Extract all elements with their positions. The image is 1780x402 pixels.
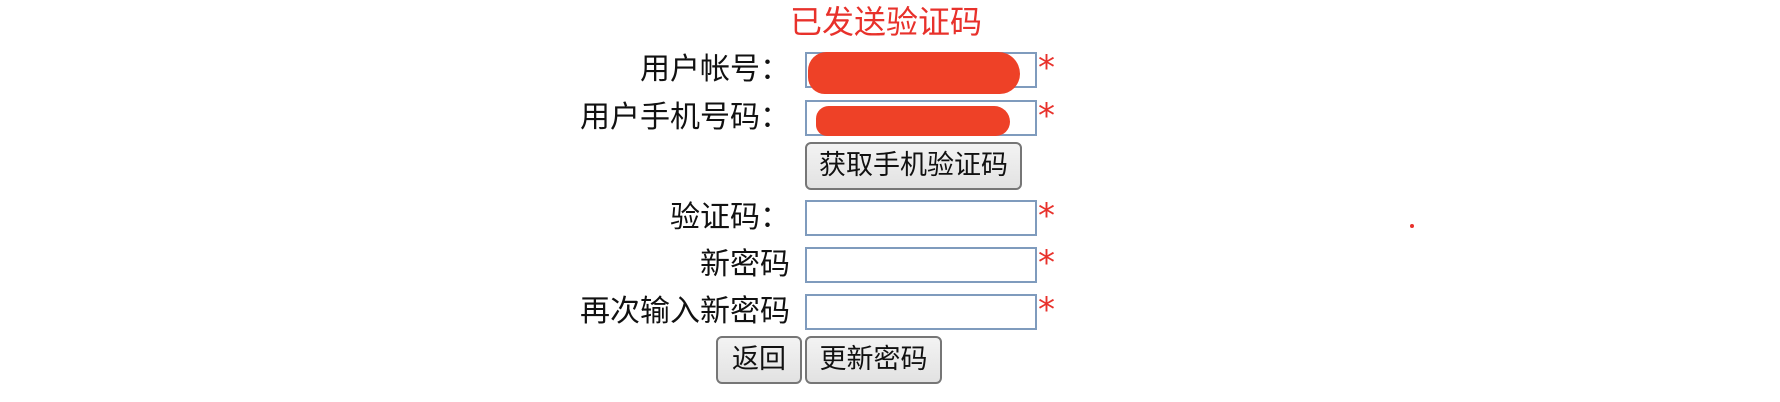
get-code-button[interactable]: 获取手机验证码 <box>805 142 1022 190</box>
new-password-input[interactable] <box>805 247 1037 283</box>
required-mark: * <box>1038 196 1055 236</box>
code-row: 验证码： * <box>0 196 1780 238</box>
required-mark: * <box>1038 48 1055 88</box>
status-message: 已发送验证码 <box>790 3 983 41</box>
phone-row: 用户手机号码： * <box>0 96 1780 138</box>
confirm-password-input[interactable] <box>805 294 1037 330</box>
back-button[interactable]: 返回 <box>716 336 802 384</box>
stray-dot <box>1410 224 1414 228</box>
redaction-mark <box>816 106 1010 136</box>
confirm-password-row: 再次输入新密码 * <box>0 290 1780 332</box>
new-password-row: 新密码 * <box>0 243 1780 285</box>
code-label: 验证码： <box>670 200 790 235</box>
required-mark: * <box>1038 243 1055 283</box>
redaction-mark <box>808 52 1020 94</box>
required-mark: * <box>1038 96 1055 136</box>
confirm-password-label: 再次输入新密码 <box>580 294 790 329</box>
update-password-button[interactable]: 更新密码 <box>805 336 942 384</box>
required-mark: * <box>1038 290 1055 330</box>
account-row: 用户帐号： * <box>0 48 1780 94</box>
code-input[interactable] <box>805 200 1037 236</box>
account-label: 用户帐号： <box>640 52 790 87</box>
new-password-label: 新密码 <box>700 247 790 282</box>
phone-label: 用户手机号码： <box>580 100 790 135</box>
